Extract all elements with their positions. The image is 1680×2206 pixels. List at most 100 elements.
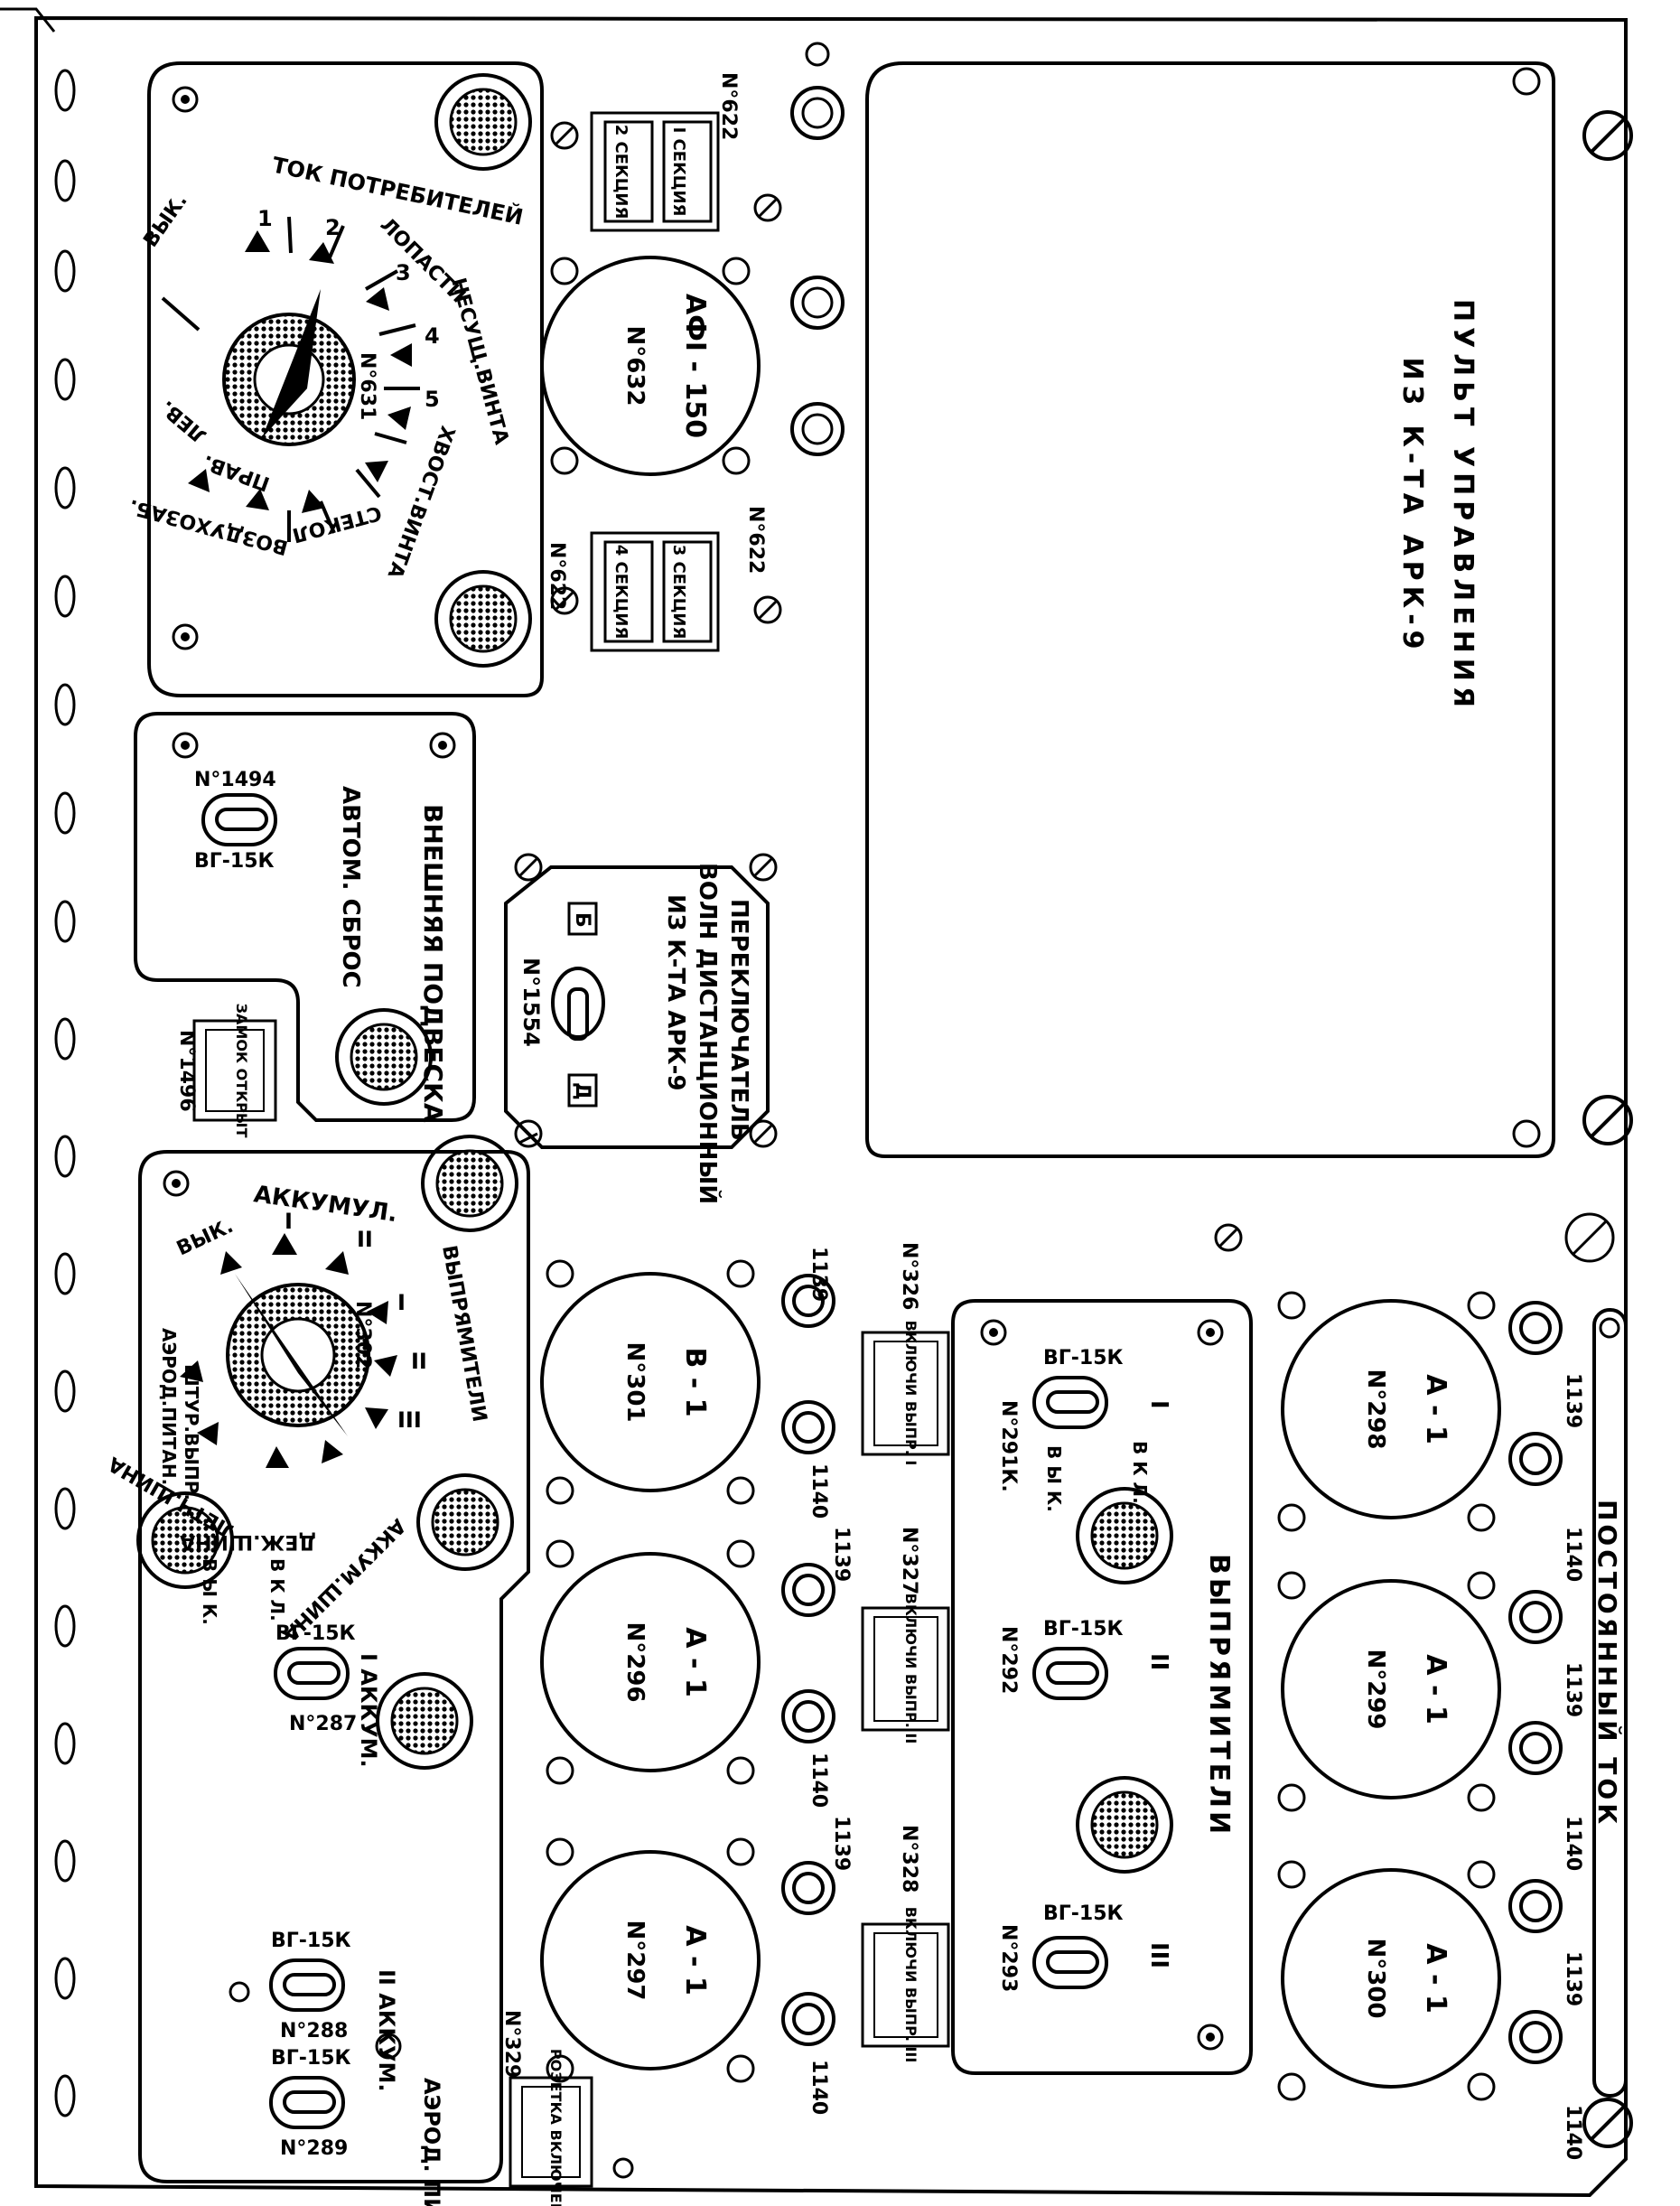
battery-pos-rect-3: III <box>397 1407 422 1433</box>
consumer-pos-1: 1 <box>257 206 273 231</box>
section-number-bottom: N°622 <box>744 506 767 574</box>
wave-switch-number: N°1554 <box>518 958 544 1047</box>
wave-switch-toggle[interactable] <box>551 967 605 1041</box>
battery-pos-accum-2: II <box>357 1227 373 1252</box>
toggle-287-number: N°287 <box>289 1713 357 1735</box>
afi-label: АФI - 150 <box>679 294 711 438</box>
meter-301-label: В - 1 <box>679 1347 711 1416</box>
console-subtitle: ИЗ К-ТА АРК-9 <box>1396 357 1428 654</box>
consumer-pos-5: 5 <box>425 387 440 412</box>
vkl-letters-2: В К Л. <box>1129 1441 1151 1504</box>
consumer-pos-3: 3 <box>396 260 411 285</box>
right-screws <box>1564 110 1633 2148</box>
vkl-indicators: ВКЛЮЧИ ВЫПР. I N°326 ВКЛЮЧИ ВЫПР. II N°3… <box>500 1242 950 2206</box>
toggle-291-type: ВГ-15К <box>1043 1347 1124 1369</box>
wave-switch-title: ПЕРЕКЛЮЧАТЕЛЬ <box>725 899 752 1141</box>
afi-number: N°632 <box>621 325 649 406</box>
lamp-1140-d: 1140 <box>1562 1527 1584 1582</box>
afi-gauge: АФI - 150 N°632 <box>540 42 845 476</box>
console-title: ПУЛЬТ УПРАВЛЕНИЯ <box>1447 299 1479 713</box>
toggle-289-label: АЭРОД. ПИТАН. <box>419 2078 444 2206</box>
lamp-1139-d: 1139 <box>1562 1373 1584 1428</box>
mounting-holes <box>54 69 76 2117</box>
battery-label-accum: АККУМУЛ. <box>252 1181 399 1228</box>
consumer-switch-title: ТОК ПОТРЕБИТЕЛЕЙ <box>270 152 526 230</box>
wave-pos-d: Д <box>571 1082 593 1100</box>
lamp-1140-e: 1140 <box>1562 1816 1584 1871</box>
section-number-top: N°622 <box>717 72 740 140</box>
vkl-1-label: ВКЛЮЧИ ВЫПР. I <box>902 1321 919 1466</box>
battery-pos-rect-2: II <box>411 1349 427 1374</box>
consumer-switch-number: N°631 <box>356 352 378 420</box>
section-lamps: 2 СЕКЦИЯ I СЕКЦИЯ N°622 4 СЕКЦИЯ 3 СЕКЦИ… <box>546 72 782 652</box>
toggle-288-type: ВГ-15К <box>271 1930 351 1952</box>
lamp-1140-a: 1140 <box>807 1463 830 1519</box>
auto-drop-toggle[interactable] <box>201 793 277 846</box>
consumer-label-main-rotor: НЕСУЩ.ВИНТА <box>446 276 512 447</box>
toggle-287-label: I АККУМ. <box>356 1653 381 1768</box>
battery-pos-rect-1: I <box>397 1290 406 1315</box>
rectifiers-title: ВЫПРЯМИТЕЛИ <box>1203 1554 1235 1837</box>
lamp-1140-b: 1140 <box>807 1753 830 1808</box>
toggle-292-roman: II <box>1145 1653 1172 1670</box>
lock-open-number: N°1496 <box>175 1030 198 1112</box>
dc-meters: ПОСТОЯННЫЙ ТОК А - 1 N°298 А - 1 N°299 А… <box>1214 1223 1628 2160</box>
toggle-292[interactable] <box>1032 1647 1108 1700</box>
meter-297-number: N°297 <box>621 1920 649 2000</box>
toggle-292-type: ВГ-15К <box>1043 1618 1124 1640</box>
meter-296-label: А - 1 <box>679 1627 711 1697</box>
socket-label: РОЗЕТКА ВКЛЮЧЕН <box>547 2049 565 2206</box>
wave-switch-title-2: ВОЛН ДИСТАНЦИОННЫЙ <box>694 863 723 1204</box>
lock-open-label: ЗАМОК ОТКРЫТ <box>233 1004 250 1138</box>
meter-298-label: А - 1 <box>1420 1374 1451 1444</box>
toggle-293-type: ВГ-15К <box>1043 1902 1124 1925</box>
wave-switch-panel: ПЕРЕКЛЮЧАТЕЛЬ ВОЛН ДИСТАНЦИОННЫЙ ИЗ К-ТА… <box>504 853 778 1204</box>
lamp-1139-a: 1139 <box>807 1247 830 1302</box>
ark9-console-area: ПУЛЬТ УПРАВЛЕНИЯ ИЗ К-ТА АРК-9 <box>865 61 1555 1158</box>
toggle-287[interactable] <box>274 1647 350 1700</box>
outer-frame <box>34 15 1628 2198</box>
toggle-287-type: ВГ-15К <box>275 1622 356 1645</box>
socket-number: N°329 <box>500 2010 523 2078</box>
lamp-1139-c: 1139 <box>830 1816 853 1871</box>
auto-drop-type: ВГ-15К <box>194 850 275 873</box>
toggle-293-number: N°293 <box>997 1924 1020 1992</box>
toggle-289[interactable] <box>269 2076 345 2129</box>
battery-switch-number: N°302 <box>351 1301 374 1369</box>
toggle-292-number: N°292 <box>997 1626 1020 1694</box>
vkl-1-number: N°326 <box>898 1242 920 1310</box>
meter-300-label: А - 1 <box>1420 1943 1451 2013</box>
toggle-293[interactable] <box>1032 1936 1108 1989</box>
section-2-label: 2 СЕКЦИЯ <box>611 125 630 220</box>
section-number-left: N°622 <box>546 542 568 610</box>
toggle-291-roman: I <box>1145 1400 1172 1409</box>
vkl-3-label: ВКЛЮЧИ ВЫПР. III <box>902 1907 919 2063</box>
vkl-2-label: ВКЛЮЧИ ВЫПР. II <box>902 1594 919 1744</box>
suspension-title: ВНЕШНЯЯ ПОДВЕСКА <box>418 804 448 1123</box>
auto-drop-number: N°1494 <box>194 769 276 791</box>
vkl-2-number: N°327 <box>898 1527 920 1594</box>
meter-299-label: А - 1 <box>1420 1654 1451 1724</box>
toggle-293-roman: III <box>1145 1942 1172 1968</box>
meter-297-label: А - 1 <box>679 1925 711 1995</box>
toggle-291[interactable] <box>1032 1376 1108 1429</box>
vyk-letters-1: В Ы К. <box>199 1558 220 1625</box>
battery-label-rectifiers: ВЫПРЯМИТЕЛИ <box>437 1244 490 1424</box>
section-4-label: 4 СЕКЦИЯ <box>611 545 630 640</box>
lamp-1140-f: 1140 <box>1562 2105 1584 2160</box>
battery-label-duty-bus: ДЕЖ.ШИНА <box>180 1530 316 1553</box>
vkl-3-number: N°328 <box>898 1825 920 1893</box>
meter-300-number: N°300 <box>1362 1938 1389 2018</box>
meter-299-number: N°299 <box>1362 1649 1389 1729</box>
toggle-288[interactable] <box>269 1958 345 2012</box>
meters-left: В - 1 N°301 А - 1 N°296 А - 1 N°297 1139… <box>540 1247 853 2115</box>
lamp-1139-f: 1139 <box>1562 1951 1584 2006</box>
toggle-288-number: N°288 <box>280 2020 348 2042</box>
consumer-label-tail-rotor: ХВОСТ.ВИНТА <box>383 423 459 581</box>
consumer-pos-2: 2 <box>325 215 341 240</box>
lamp-1139-e: 1139 <box>1562 1662 1584 1717</box>
consumer-label-right: ПРАВ. <box>200 450 273 495</box>
battery-label-nav: ШТУР.ВЫПР. <box>181 1364 202 1500</box>
toggle-291-number: N°291К. <box>997 1400 1020 1492</box>
